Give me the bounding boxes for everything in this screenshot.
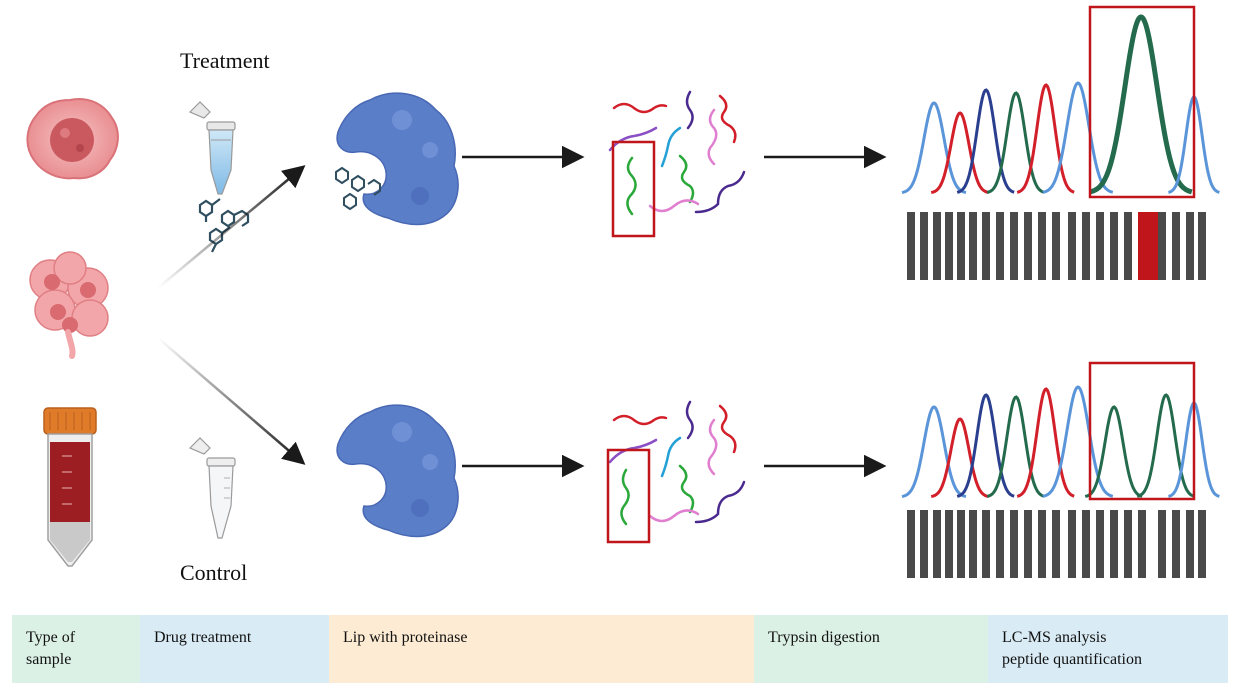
barcode-bar xyxy=(1052,212,1060,280)
barcode-bar xyxy=(920,510,928,578)
barcode-bar xyxy=(1198,212,1206,280)
chromatogram-peak xyxy=(930,111,989,194)
stage-label-line1: Trypsin digestion xyxy=(768,629,880,646)
highlight-box xyxy=(1088,361,1196,501)
barcode-bar xyxy=(982,212,990,280)
chromatogram-peak xyxy=(1016,83,1075,194)
highlight-box xyxy=(1088,5,1196,199)
protein-icon xyxy=(336,404,459,538)
barcode-bar xyxy=(957,212,965,280)
stage-lc-ms-analysis: LC-MS analysis peptide quantification xyxy=(988,615,1228,683)
chromatogram-peak xyxy=(986,395,1045,498)
chromatogram-peak xyxy=(901,405,967,498)
barcode-bar xyxy=(1186,212,1194,280)
peptide-fragments-icon xyxy=(608,90,746,216)
stage-lip-with-proteinase: Lip with proteinase xyxy=(329,615,754,683)
chromatogram-peak xyxy=(1089,14,1193,195)
barcode-bar xyxy=(933,212,941,280)
barcode-bar xyxy=(969,212,977,280)
barcode-bar xyxy=(907,510,915,578)
barcode-bar xyxy=(1158,510,1166,578)
barcode-icon xyxy=(907,510,1206,578)
chromatogram-peak xyxy=(956,393,1015,498)
chromatogram-peak xyxy=(986,91,1045,194)
barcode-bar xyxy=(1096,510,1104,578)
barcode-bar xyxy=(1110,510,1118,578)
stage-label-line2: peptide quantification xyxy=(1002,651,1142,668)
treatment-label: Treatment xyxy=(180,48,270,73)
barcode-bar xyxy=(1038,212,1046,280)
control-label: Control xyxy=(180,560,248,585)
chromatogram-peak xyxy=(956,88,1015,194)
barcode-bar xyxy=(1010,212,1018,280)
barcode-bar xyxy=(920,212,928,280)
barcode-bar xyxy=(982,510,990,578)
stage-label-line2: sample xyxy=(26,651,72,668)
barcode-bar xyxy=(1082,212,1090,280)
chromatogram-peak xyxy=(1042,385,1114,498)
barcode-bar xyxy=(1186,510,1194,578)
chromatogram-peak xyxy=(1136,393,1195,498)
empty-microtube-icon xyxy=(188,437,236,539)
barcode-bar xyxy=(945,510,953,578)
barcode-icon xyxy=(907,212,1206,280)
stage-label-line1: Lip with proteinase xyxy=(343,629,468,646)
chromatogram-peak xyxy=(930,417,989,498)
barcode-bar xyxy=(1024,212,1032,280)
chromatogram-peak xyxy=(1084,405,1143,498)
chromatogram-peak xyxy=(1042,81,1114,194)
stage-type-of-sample: Type of sample xyxy=(12,615,140,683)
barcode-bar xyxy=(996,510,1004,578)
highlight-box xyxy=(611,140,656,238)
chromatogram-icon xyxy=(901,385,1220,498)
stage-bar: Type of sample Drug treatment Lip with p… xyxy=(12,615,1228,683)
barcode-bar xyxy=(957,510,965,578)
peptide-fragments-icon xyxy=(608,400,746,526)
stage-trypsin-digestion: Trypsin digestion xyxy=(754,615,988,683)
chromatogram-peak xyxy=(1016,387,1075,498)
barcode-bar xyxy=(1110,212,1118,280)
blood-tube-icon xyxy=(43,407,97,567)
protein-icon xyxy=(335,92,459,226)
barcode-bar xyxy=(1068,212,1076,280)
barcode-bar xyxy=(907,212,915,280)
stage-label-line1: LC-MS analysis xyxy=(1002,629,1107,646)
barcode-bar xyxy=(1038,510,1046,578)
microtube-with-drug-icon xyxy=(188,101,250,253)
cell-cluster-icon xyxy=(29,251,109,359)
barcode-bar xyxy=(1138,510,1146,578)
barcode-bar xyxy=(1096,212,1104,280)
stage-label-line1: Drug treatment xyxy=(154,629,252,646)
cell-icon xyxy=(26,98,119,180)
barcode-bar xyxy=(1124,212,1132,280)
barcode-bar xyxy=(1172,510,1180,578)
highlight-box xyxy=(606,448,651,544)
barcode-bar xyxy=(1124,510,1132,578)
treatment-arrow xyxy=(157,165,306,289)
barcode-bar xyxy=(1172,212,1180,280)
barcode-bar xyxy=(1082,510,1090,578)
barcode-bar xyxy=(945,212,953,280)
barcode-bar xyxy=(1052,510,1060,578)
barcode-bar xyxy=(1068,510,1076,578)
stage-drug-treatment: Drug treatment xyxy=(140,615,329,683)
barcode-bar xyxy=(1010,510,1018,578)
barcode-bar xyxy=(996,212,1004,280)
barcode-bar xyxy=(1024,510,1032,578)
barcode-bar xyxy=(969,510,977,578)
chromatogram-peak xyxy=(901,101,967,194)
barcode-bar xyxy=(933,510,941,578)
barcode-bar xyxy=(1158,212,1166,280)
stage-label-line1: Type of xyxy=(26,629,76,646)
chromatogram-icon xyxy=(901,14,1220,195)
barcode-highlight-bar xyxy=(1138,212,1158,280)
barcode-bar xyxy=(1198,510,1206,578)
control-arrow xyxy=(157,337,306,465)
